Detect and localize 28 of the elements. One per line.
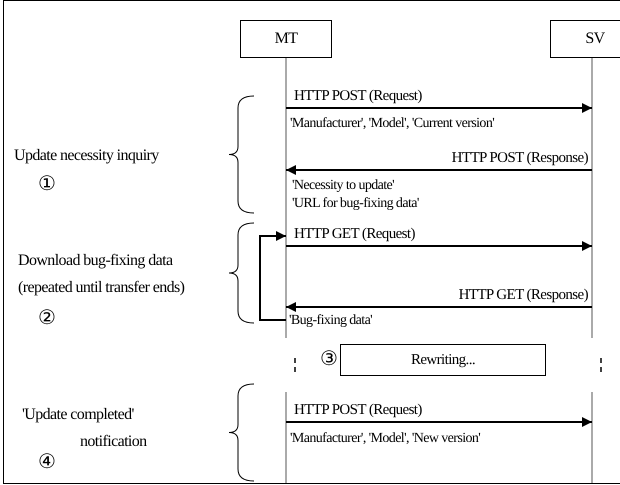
arrow	[286, 417, 592, 427]
phase-label: 'Update completed'	[22, 406, 134, 424]
step-number: ④	[38, 450, 56, 472]
phase-label: (repeated until transfer ends)	[18, 279, 184, 297]
message-parameters: 'Bug-fixing data'	[289, 313, 372, 328]
edge-label: HTTP GET (Response)	[458, 287, 588, 304]
arrow	[286, 103, 592, 113]
edge-label: HTTP POST (Request)	[294, 88, 422, 104]
step-number: ①	[38, 172, 56, 194]
arrow	[286, 165, 592, 175]
participant-box: MT	[240, 20, 332, 58]
arrow	[286, 241, 592, 251]
phase-label: Update necessity inquiry	[14, 147, 159, 165]
process-box: Rewriting...	[340, 344, 546, 376]
arrow	[259, 231, 286, 321]
edge-label: HTTP GET (Request)	[294, 226, 415, 242]
message-parameters: 'Manufacturer', 'Model', 'New version'	[290, 431, 480, 446]
message-parameters: 'Necessity to update'	[292, 178, 394, 194]
edge-label: HTTP POST (Response)	[452, 150, 588, 166]
arrow	[286, 302, 592, 312]
step-number: ②	[38, 306, 56, 328]
message-parameters: 'Manufacturer', 'Model', 'Current version'	[290, 116, 494, 132]
step-number: ③	[320, 347, 338, 369]
message-parameters: 'URL for bug-fixing data'	[292, 196, 419, 212]
participant-box: SV	[550, 20, 620, 58]
edge-label: HTTP POST (Request)	[294, 402, 422, 418]
phase-label: notification	[80, 433, 147, 451]
phase-label: Download bug-fixing data	[18, 252, 172, 270]
